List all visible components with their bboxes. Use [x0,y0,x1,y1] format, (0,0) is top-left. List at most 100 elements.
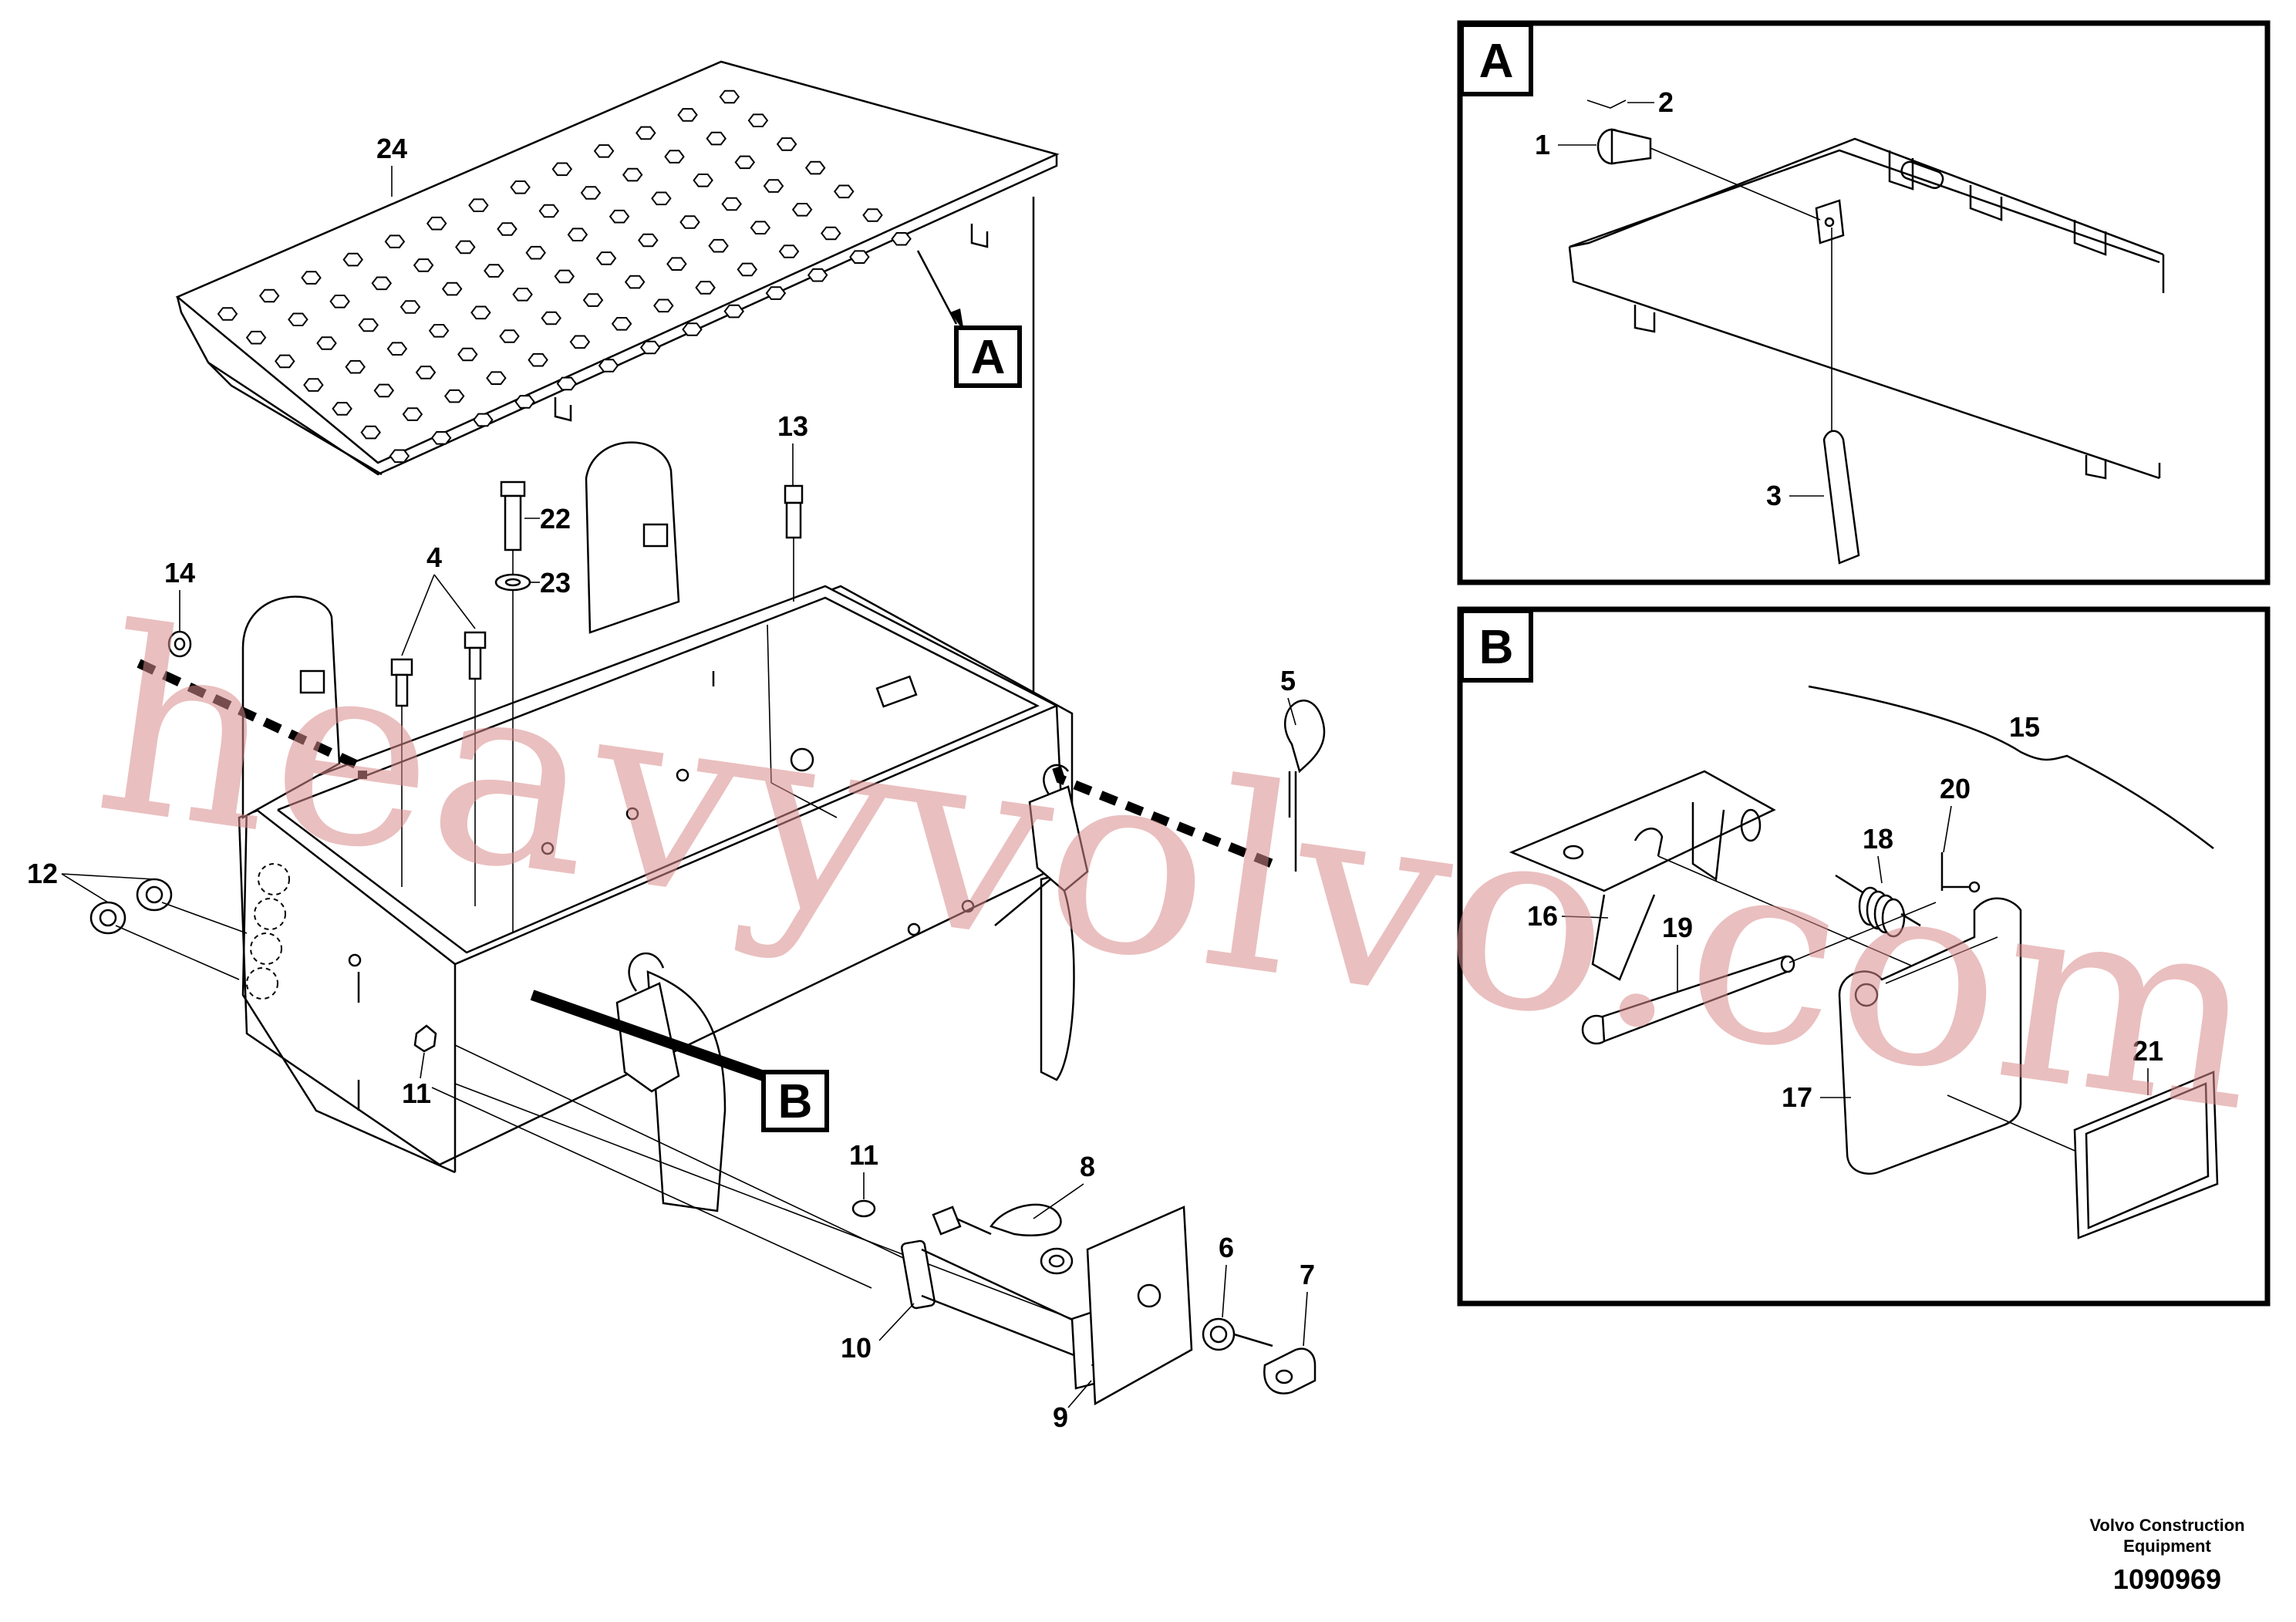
callout-11-bottom: 11 [849,1139,878,1171]
hex-hole [862,208,883,222]
hex-hole [624,275,646,289]
hex-hole [554,269,575,284]
view-marker-a-label: A [971,331,1006,384]
hex-hole [821,226,841,241]
drawing-number: 1090969 [2113,1563,2221,1595]
hex-hole [595,251,617,265]
hex-hole [567,228,588,241]
hex-hole [679,215,700,229]
hex-hole [345,359,366,374]
hex-hole [849,250,870,264]
hex-hole [360,425,381,440]
rod-10 [900,1239,1096,1359]
hex-hole [582,293,604,307]
hex-hole [514,395,535,409]
hex-hole [258,288,280,303]
step-plate [175,60,1060,476]
view-marker-b-label: B [778,1075,813,1128]
company-name-line1: Volvo Construction [2089,1516,2244,1535]
washer-11 [851,1199,876,1218]
hex-hole [371,276,393,291]
hex-hole [455,240,476,255]
a-callout-3: 3 [1766,480,1782,511]
hex-hole [288,312,308,326]
footer: Volvo Construction Equipment 1090969 [2089,1516,2244,1595]
b-callout-15: 15 [2009,711,2040,743]
a-callout-1: 1 [1535,129,1550,160]
hex-hole [719,89,740,104]
hex-hole [636,126,656,140]
hex-hole [708,238,729,253]
hex-hole [443,389,465,403]
hex-hole [400,300,421,314]
b-callout-16: 16 [1527,900,1558,932]
hex-hole [541,311,561,325]
callout-11-top: 11 [402,1077,431,1109]
b-callout-19: 19 [1662,912,1693,943]
hex-hole [303,378,324,392]
washer-23 [494,573,531,592]
callout-9: 9 [1053,1401,1068,1433]
hex-hole [804,160,826,175]
grommets-12 [89,878,248,980]
bolt-22 [500,481,526,933]
view-marker-a: A [954,325,1022,388]
bolt-8 [932,1203,1062,1237]
hex-hole [473,413,494,427]
hex-hole [611,317,632,331]
hex-hole [342,252,363,267]
hex-hole-grid [217,89,912,464]
a-callout-2: 2 [1658,86,1674,118]
callout-13: 13 [777,410,808,442]
hex-hole [737,262,758,277]
hex-hole [551,162,573,177]
view-a-label: A [1479,35,1514,88]
company-name-line2: Equipment [2123,1536,2211,1556]
callout-4: 4 [426,541,442,573]
hex-hole [441,282,463,296]
hex-hole [609,209,630,224]
hex-hole [651,191,672,206]
bushing [1040,1247,1074,1275]
hex-hole [693,174,713,187]
bolt-13 [784,484,804,602]
hex-hole [428,324,450,338]
hex-hole [765,286,787,300]
hex-hole [373,383,395,398]
hex-hole [402,407,423,421]
bolts-4 [390,631,487,906]
hex-hole [245,330,267,345]
hex-hole [332,402,352,416]
hex-hole [622,167,643,182]
hex-hole [275,354,295,369]
b-callout-17: 17 [1782,1081,1812,1113]
lock-pin-5 [1283,700,1326,872]
hex-hole [470,305,491,320]
hex-hole [556,376,578,391]
callout-24: 24 [376,133,407,164]
hex-hole [791,203,813,217]
hex-hole [510,180,531,194]
detail-view-a: A 2 1 3 [1457,20,2271,585]
b-callout-20: 20 [1940,773,1971,804]
hex-hole [807,268,828,282]
hex-hole [834,184,855,199]
hex-hole [653,298,674,313]
hex-hole [639,340,661,355]
hex-hole [580,186,602,200]
hex-hole [484,264,504,278]
hex-hole [384,234,406,248]
lock-cylinder-6 [1202,1317,1273,1351]
hex-hole [217,307,238,321]
hex-hole [316,336,337,350]
callout-8: 8 [1080,1151,1095,1182]
washer-14 [167,630,192,658]
hex-hole [763,179,784,193]
callout-23: 23 [540,567,571,599]
callout-12: 12 [27,858,58,889]
callout-10: 10 [841,1332,872,1364]
hex-hole [706,131,727,146]
callout-6: 6 [1219,1232,1234,1263]
hex-hole [528,352,548,367]
